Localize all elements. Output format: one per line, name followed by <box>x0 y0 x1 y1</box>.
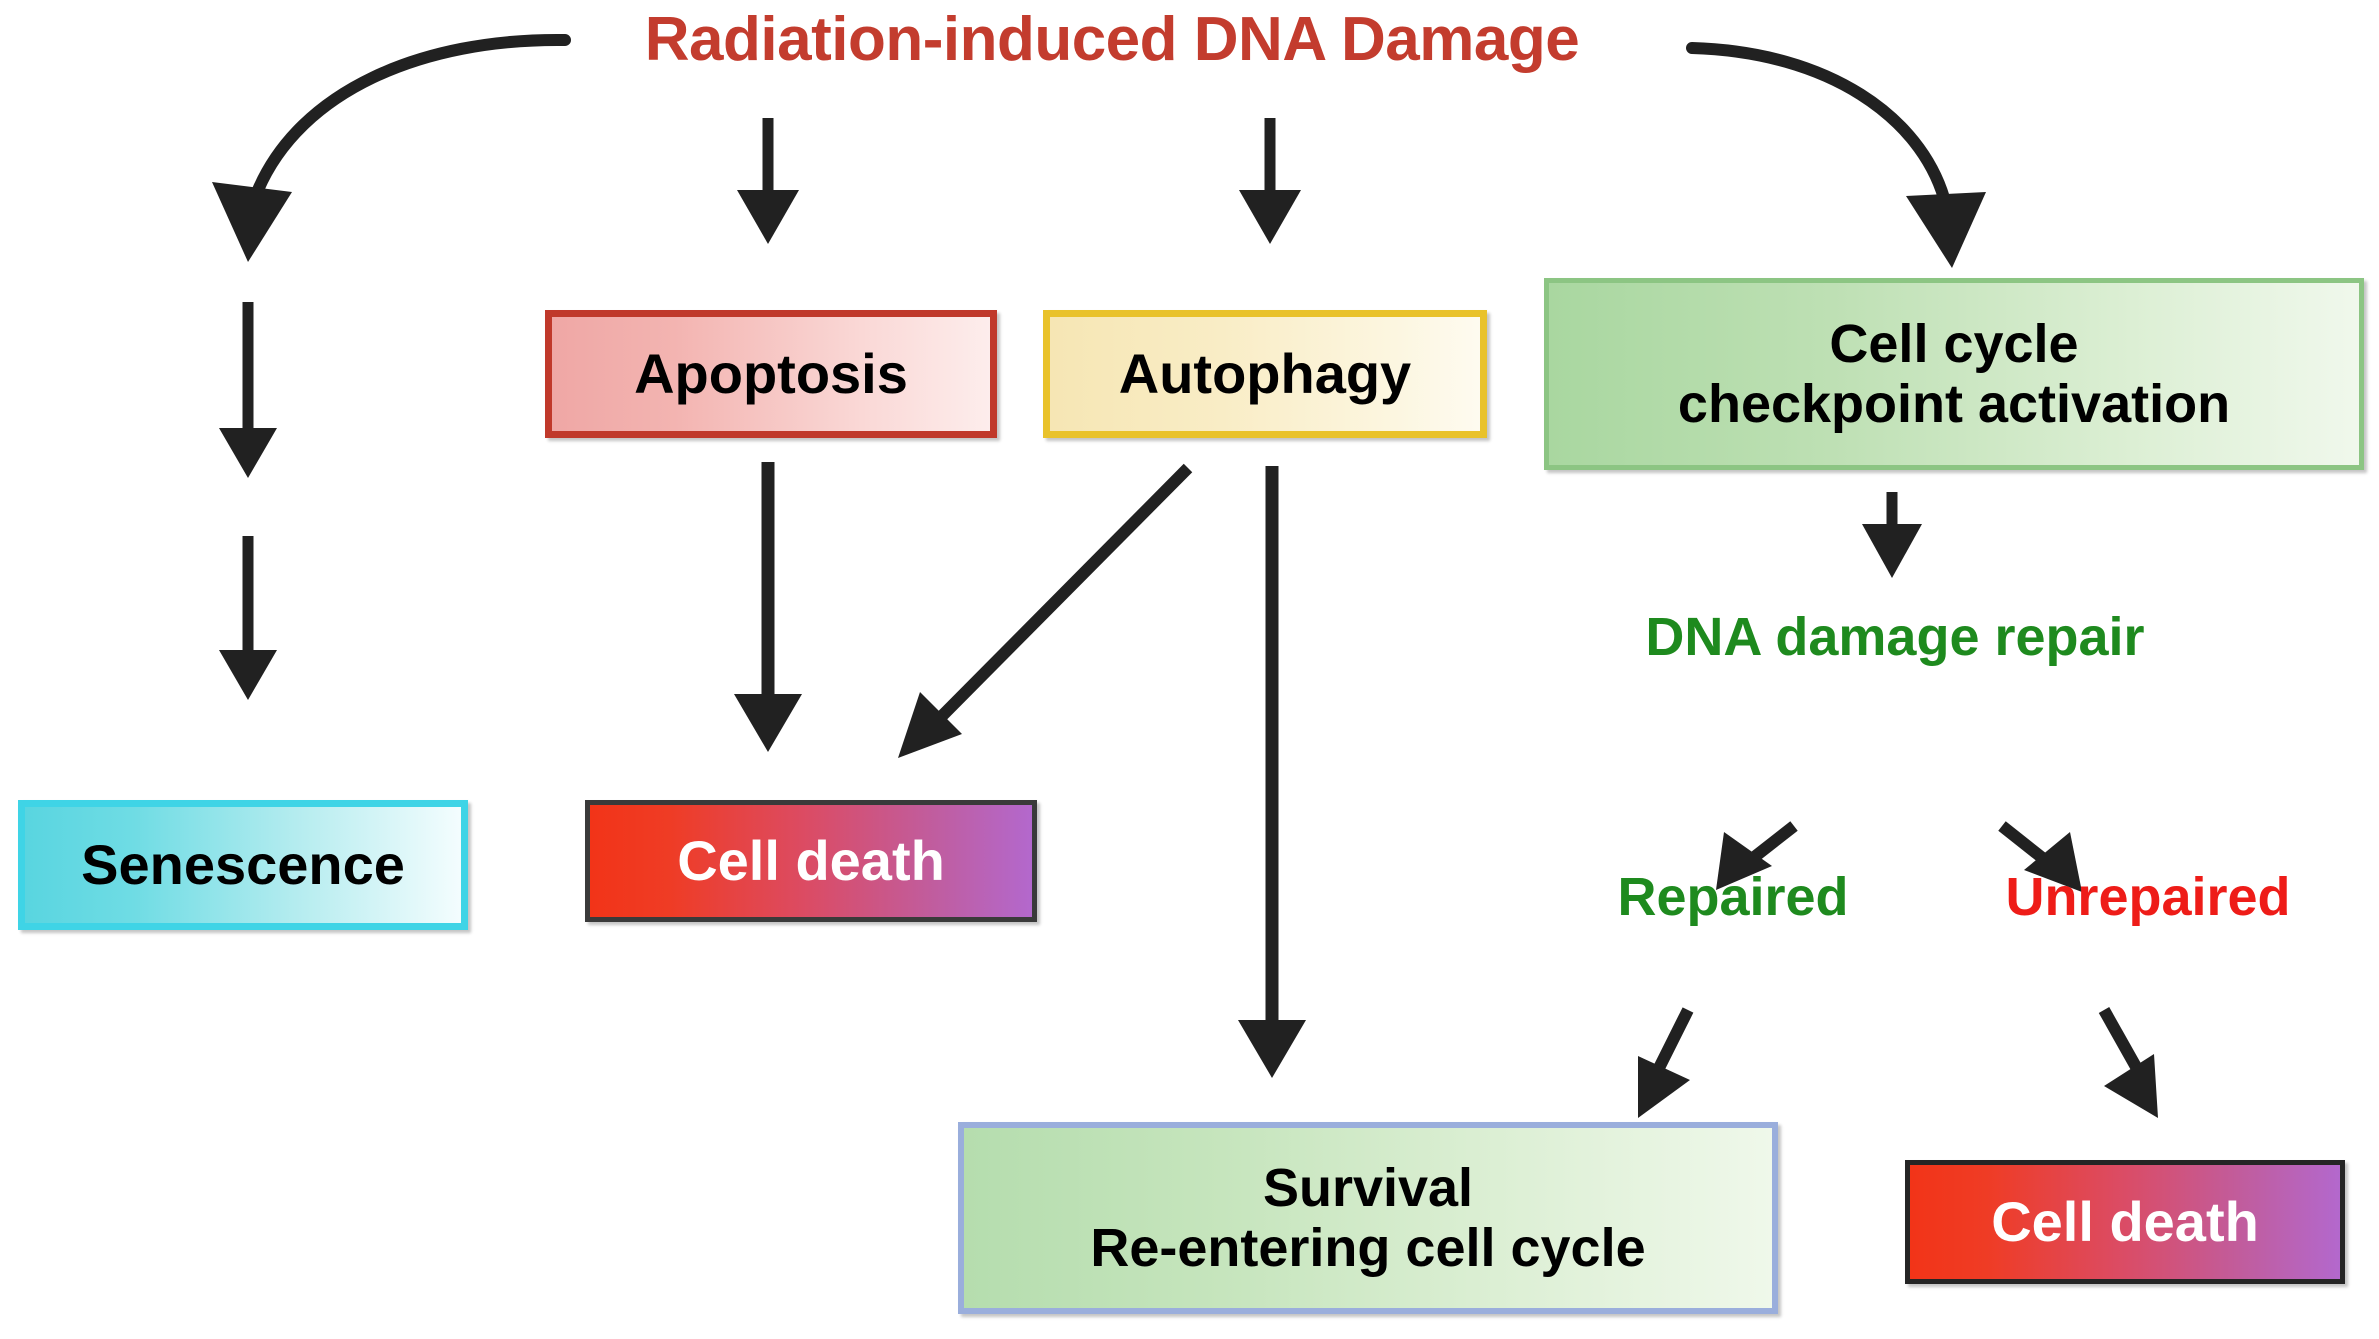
arrow-repaired-to-survival <box>1638 1007 1694 1118</box>
arrow-senescence-stem-upper <box>219 302 277 478</box>
checkpoint-line-1: Cell cycle <box>1829 313 2079 374</box>
arrow-damage-to-checkpoint <box>1686 42 1986 268</box>
label-unrepaired: Unrepaired <box>2005 867 2291 927</box>
arrow-autophagy-to-survival <box>1238 466 1306 1078</box>
diagram-title: Radiation-induced DNA Damage <box>644 5 1580 75</box>
label-repaired: Repaired <box>1617 867 1849 927</box>
survival-line-1: Survival <box>1262 1157 1474 1218</box>
arrow-autophagy-to-cell-death <box>898 463 1193 758</box>
node-cell-death-left[interactable]: Cell death <box>585 800 1037 922</box>
node-cell-cycle-checkpoint-activation[interactable]: Cell cycle checkpoint activation <box>1544 278 2364 470</box>
arrow-damage-to-autophagy <box>1239 118 1301 244</box>
node-survival-re-entering-cell-cycle[interactable]: Survival Re-entering cell cycle <box>958 1122 1778 1314</box>
arrow-damage-to-senescence <box>212 33 571 262</box>
label-dna-damage-repair: DNA damage repair <box>1645 607 2145 667</box>
node-autophagy[interactable]: Autophagy <box>1043 310 1487 438</box>
arrow-senescence-stem-lower <box>219 536 277 700</box>
node-senescence[interactable]: Senescence <box>18 800 468 930</box>
arrow-damage-to-apoptosis <box>737 118 799 244</box>
node-cell-death-right[interactable]: Cell death <box>1905 1160 2345 1284</box>
arrow-unrepaired-to-cell-death <box>2098 1007 2158 1118</box>
checkpoint-line-2: checkpoint activation <box>1677 374 2231 434</box>
arrow-apoptosis-to-cell-death <box>734 462 802 752</box>
node-apoptosis[interactable]: Apoptosis <box>545 310 997 438</box>
survival-line-2: Re-entering cell cycle <box>1090 1218 1646 1278</box>
arrow-checkpoint-to-repair <box>1862 492 1922 578</box>
